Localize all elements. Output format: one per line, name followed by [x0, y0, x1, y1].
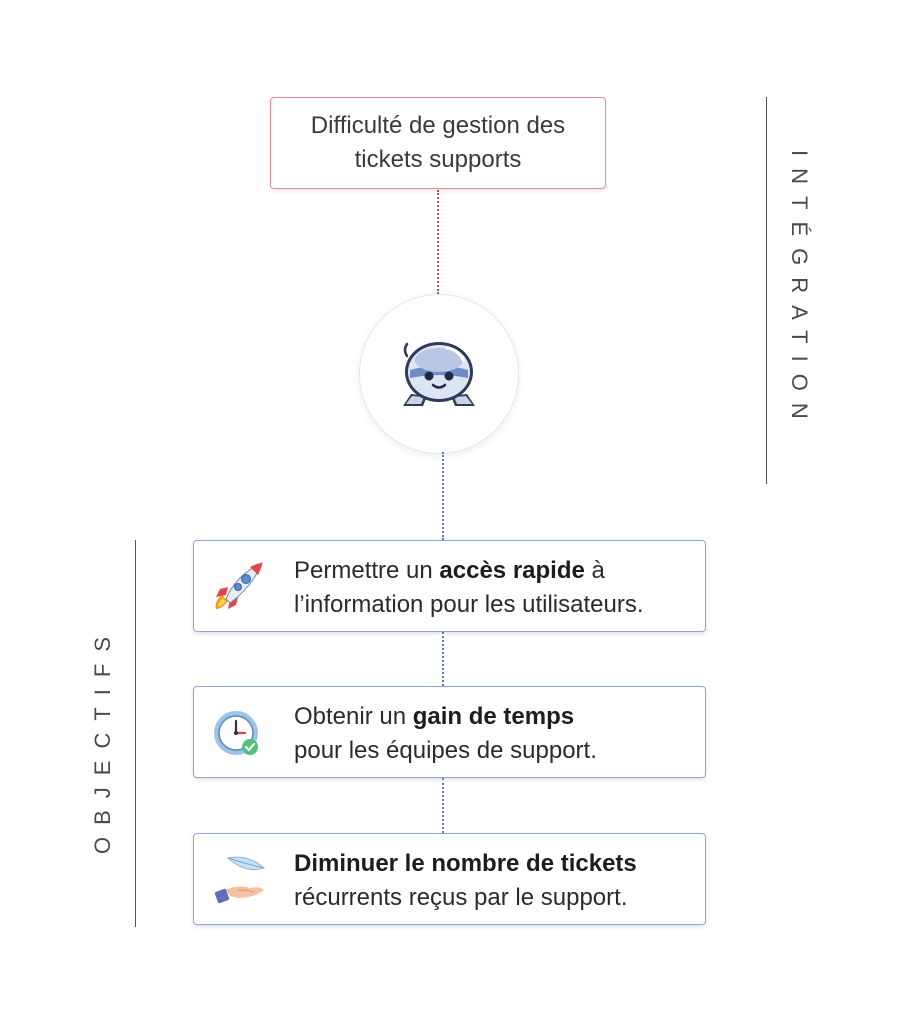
objective-2-pre: Obtenir un	[294, 703, 413, 730]
problem-box: Difficulté de gestion des tickets suppor…	[270, 97, 606, 189]
red-connector	[437, 190, 439, 294]
objective-1-post: à	[584, 557, 605, 584]
objective-2-bold: gain de temps	[412, 703, 575, 730]
objective-1-pre: Permettre un	[294, 557, 440, 584]
chatbot-icon	[403, 342, 475, 406]
objectifs-label: OBJECTIFS	[90, 625, 115, 855]
objective-1-line2: l’information pour les utilisateurs.	[294, 591, 644, 618]
objectifs-rule	[135, 540, 136, 927]
objective-2-line2: pour les équipes de support.	[294, 737, 597, 764]
clock-icon	[214, 711, 258, 755]
blue-connector-mid-1	[442, 632, 444, 686]
rocket-icon	[215, 562, 263, 609]
objective-3-line2: récurrents reçus par le support.	[294, 884, 628, 911]
chatbot-circle	[359, 294, 519, 454]
problem-text: Difficulté de gestion des tickets suppor…	[310, 112, 566, 173]
blue-connector-top	[442, 452, 444, 540]
integration-label: INTÉGRATION	[787, 150, 812, 431]
feather-hand-icon	[214, 856, 265, 904]
integration-rule	[766, 97, 767, 484]
objective-card-time: Obtenir un gain de temps pour les équipe…	[193, 686, 706, 778]
objective-card-access: Permettre un accès rapide à l’informatio…	[193, 540, 706, 632]
blue-connector-mid-2	[442, 778, 444, 833]
objective-1-bold: accès rapide	[439, 557, 585, 584]
objective-card-tickets: Diminuer le nombre de tickets récurrents…	[193, 833, 706, 925]
objective-3-bold: Diminuer le nombre de tickets	[294, 850, 637, 877]
